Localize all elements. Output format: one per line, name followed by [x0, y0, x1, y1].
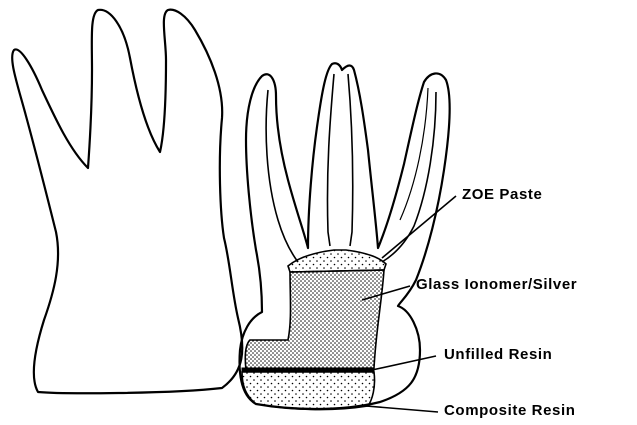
zoe-paste-label: ZOE Paste: [462, 186, 542, 203]
composite-resin-region: [242, 372, 375, 410]
right-root-canal: [382, 92, 436, 262]
right-root-inner: [400, 88, 428, 220]
left-tooth-outline: [12, 10, 242, 394]
unfilled-resin-label: Unfilled Resin: [444, 346, 552, 363]
unfilled-resin-leader: [372, 356, 436, 370]
zoe-paste-region: [288, 250, 386, 272]
composite-resin-label: Composite Resin: [444, 402, 576, 419]
composite-resin-leader: [366, 406, 438, 412]
left-root-canal: [266, 90, 298, 262]
glass-ionomer-region: [245, 270, 384, 370]
middle-root-canal-left: [327, 74, 334, 246]
glass-ionomer-silver-label: Glass Ionomer/Silver: [416, 276, 577, 293]
middle-root-canal-right: [348, 74, 353, 246]
